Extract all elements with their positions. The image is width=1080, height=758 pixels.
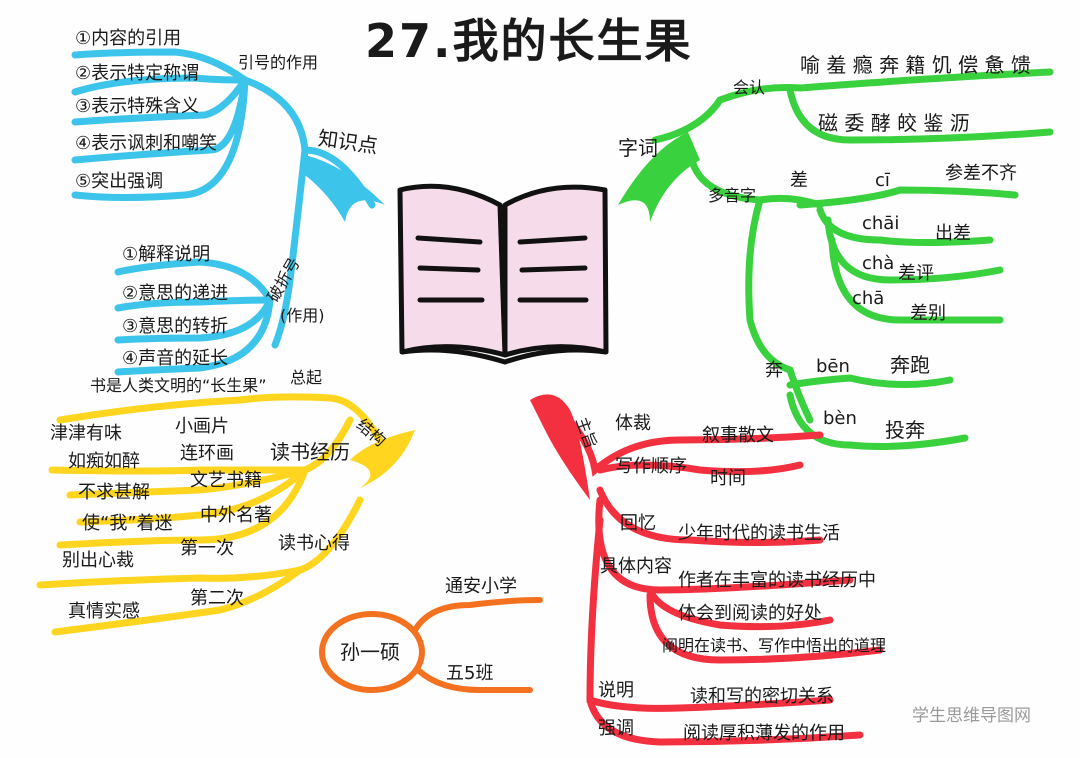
duoyin-label: 多音字 [708,186,757,205]
yuedu-label: 阅读厚积薄发的作用 [683,723,845,744]
open-book-icon [397,183,609,365]
yellow-item: 文艺书籍 [190,470,262,491]
pinyin-ci: cī [875,170,890,191]
yellow-branch-root [350,430,415,488]
juti-label: 具体内容 [600,556,672,577]
quote-item: ③表示特殊含义 [75,96,200,117]
blue-branch [71,48,376,376]
quote-item: ⑤突出强调 [75,171,164,192]
dushu-label: 读书经历 [270,440,350,464]
pinyin-ben1: bēn [816,356,850,377]
dash-use-sub: (作用) [280,306,325,325]
yellow-item: 中外名著 [200,505,272,526]
chanming-label: 阐明在读书、写作中悟出的道理 [662,636,887,655]
dash-item: ①解释说明 [122,244,211,265]
school-label: 通安小学 [445,576,517,597]
zongqi-label: 总起 [290,368,323,387]
pinyin-ben4: bèn [823,408,857,429]
pinyin-chai: chāi [862,213,900,234]
zuozhe-label: 作者在丰富的读书经历中 [678,570,876,591]
word-chuchai: 出差 [935,223,971,244]
yellow-item: 真情实感 [68,601,140,622]
yellow-item: 别出心裁 [62,550,134,571]
huiren-row2: 磁 委 酵 皎 鉴 沥 [818,111,970,135]
shijian-label: 时间 [710,468,746,489]
char-ben: 奔 [765,360,783,381]
word-chaping: 差评 [898,263,934,284]
student-name: 孙一硕 [340,640,400,664]
word-chabie: 差别 [910,303,946,324]
huiyi-label: 回忆 [620,513,656,534]
shuoming-label: 说明 [598,680,634,701]
shaonian-label: 少年时代的读书生活 [678,523,840,544]
yellow-item: 不求甚解 [78,482,150,503]
yellow-item: 第二次 [190,588,244,609]
yellow-item: 如痴如醉 [68,451,140,472]
xinde-label: 读书心得 [278,533,350,554]
quote-use-label: 引号的作用 [238,53,319,72]
book-fruit-label: 书是人类文明的“长生果” [90,376,267,395]
yellow-item: 连环画 [180,443,234,464]
yellow-item: 小画片 [175,416,229,437]
yellow-branch [36,393,389,636]
quote-item: ②表示特定称谓 [75,63,200,84]
quote-item: ①内容的引用 [75,28,182,49]
watermark: 学生思维导图网 [912,706,1031,726]
dash-item: ④声音的延长 [122,348,229,369]
blue-branch-root [305,155,385,222]
huiren-label: 会认 [733,78,766,97]
page-title: 27.我的长生果 [365,14,693,68]
red-branch [556,406,884,746]
green-branch-root [618,132,700,222]
xushi-label: 叙事散文 [702,425,774,446]
quote-item: ④表示讽刺和嘲笑 [75,133,218,154]
zici-label: 字词 [618,136,658,160]
word-cenci: 参差不齐 [945,163,1017,184]
qiangdiao-label: 强调 [598,718,634,739]
yellow-item: 使“我”着迷 [82,513,173,534]
yellow-item: 津津有味 [50,423,122,444]
pinyin-cha1: chā [852,288,885,309]
word-touben: 投奔 [885,418,925,442]
yellow-item: 第一次 [180,538,234,559]
duxie-label: 读和写的密切关系 [690,686,834,707]
tihui-label: 体会到阅读的好处 [678,603,822,624]
char-cha: 差 [790,170,808,191]
ticai-label: 体裁 [615,413,651,434]
huiren-row1: 喻 羞 瘾 奔 籍 饥 偿 惫 馈 [800,53,1031,77]
word-benpao: 奔跑 [890,353,930,377]
xiezuo-label: 写作顺序 [615,456,687,477]
class-label: 五5班 [446,663,494,684]
pinyin-cha4: chà [862,253,895,274]
green-branch [651,68,1054,450]
dash-item: ②意思的递进 [122,283,229,304]
red-branch-root [530,394,590,500]
dash-item: ③意思的转折 [122,316,229,337]
orange-branch [319,597,543,693]
